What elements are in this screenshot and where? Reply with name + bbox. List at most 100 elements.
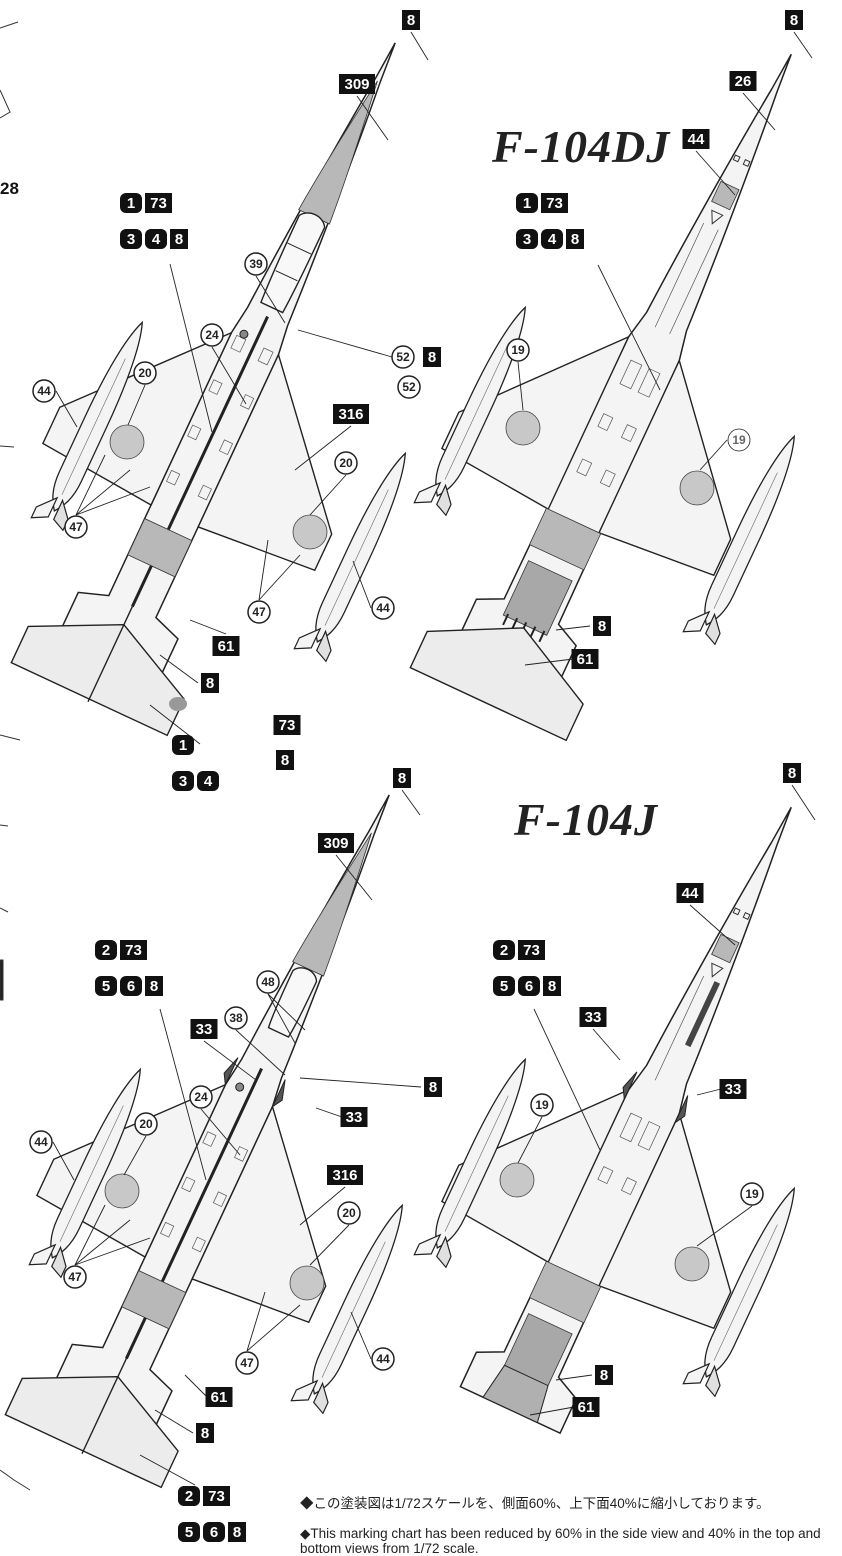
callout-number: 8 bbox=[428, 349, 436, 366]
callout-box bbox=[205, 1387, 233, 1407]
callout-round bbox=[518, 976, 540, 996]
callout-number: 3 bbox=[127, 231, 135, 248]
callout-circle: 39 bbox=[244, 252, 268, 276]
callout-number: 61 bbox=[218, 638, 235, 655]
callout-circle: 20 bbox=[133, 361, 157, 385]
callout-circle bbox=[133, 361, 157, 385]
callout-box bbox=[571, 649, 599, 669]
callout-number: 8 bbox=[790, 12, 798, 29]
callout-number: 48 bbox=[261, 975, 275, 989]
callout-circle bbox=[334, 451, 358, 475]
callout-round: 1 bbox=[172, 735, 194, 755]
callout-box: 73 bbox=[541, 193, 568, 213]
roundel bbox=[109, 424, 145, 460]
callout-circle: 47 bbox=[235, 1351, 259, 1375]
callout-round bbox=[541, 229, 563, 249]
callout-round: 2 bbox=[493, 940, 515, 960]
callout-number: 44 bbox=[376, 601, 390, 615]
callout-round: 3 bbox=[516, 229, 538, 249]
callout-box bbox=[196, 1423, 214, 1443]
callout-circle: 47 bbox=[247, 600, 271, 624]
callout-box bbox=[518, 940, 545, 960]
callout-box: 73 bbox=[273, 715, 301, 735]
callout-box bbox=[327, 1165, 363, 1185]
callout-number: 33 bbox=[346, 1109, 363, 1126]
callout-circle: 19 bbox=[506, 338, 530, 362]
callout-number: 19 bbox=[732, 433, 746, 447]
callout-number: 8 bbox=[598, 618, 606, 635]
callout-circle bbox=[63, 1265, 87, 1289]
callout-round bbox=[172, 771, 194, 791]
callout-number: 73 bbox=[279, 717, 296, 734]
callout-number: 3 bbox=[179, 773, 187, 790]
callout-box: 61 bbox=[572, 1397, 600, 1417]
callout-box bbox=[190, 1019, 218, 1039]
callout-round: 5 bbox=[493, 976, 515, 996]
callout-round bbox=[145, 229, 167, 249]
callout-circle: 44 bbox=[29, 1130, 53, 1154]
callout-box bbox=[340, 1107, 368, 1127]
callout-box: 309 bbox=[339, 74, 375, 94]
callout-box bbox=[572, 1397, 600, 1417]
callout-number: 73 bbox=[150, 195, 167, 212]
callout-number: 1 bbox=[179, 737, 187, 754]
callout-box: 8 bbox=[785, 10, 803, 30]
roundel bbox=[674, 1246, 710, 1282]
f104j-bottom-view bbox=[440, 806, 792, 1435]
callout-round bbox=[120, 229, 142, 249]
callout-number: 8 bbox=[206, 675, 214, 692]
callout-circle bbox=[244, 252, 268, 276]
callout-box: 8 bbox=[783, 763, 801, 783]
callout-number: 33 bbox=[196, 1021, 213, 1038]
callout-round: 3 bbox=[172, 771, 194, 791]
roundel bbox=[292, 514, 328, 550]
callout-number: 1 bbox=[127, 195, 135, 212]
callout-number: 8 bbox=[233, 1524, 241, 1541]
callout-box bbox=[423, 347, 441, 367]
edge-label: 28 bbox=[0, 179, 19, 198]
callout-number: 73 bbox=[523, 942, 540, 959]
callout-number: 1 bbox=[523, 195, 531, 212]
callout-number: 38 bbox=[229, 1011, 243, 1025]
callout-circle bbox=[371, 596, 395, 620]
callout-circle bbox=[397, 375, 421, 399]
callout-box: 8 bbox=[402, 10, 420, 30]
callout-number: 309 bbox=[323, 835, 348, 852]
callout-number: 3 bbox=[523, 231, 531, 248]
callout-round: 4 bbox=[197, 771, 219, 791]
callout-number: 4 bbox=[548, 231, 557, 248]
callout-number: 316 bbox=[338, 406, 363, 423]
callout-box: 61 bbox=[212, 636, 240, 656]
callout-box bbox=[228, 1522, 246, 1542]
callout-number: 8 bbox=[150, 978, 158, 995]
callout-circle bbox=[740, 1182, 764, 1206]
callout-round bbox=[493, 976, 515, 996]
callout-round bbox=[197, 771, 219, 791]
callout-round: 2 bbox=[178, 1486, 200, 1506]
callout-circle bbox=[224, 1006, 248, 1030]
callout-box: 44 bbox=[682, 129, 710, 149]
callout-round: 2 bbox=[95, 940, 117, 960]
callout-round: 6 bbox=[120, 976, 142, 996]
callout-round bbox=[178, 1522, 200, 1542]
callout-box bbox=[593, 616, 611, 636]
callout-number: 8 bbox=[398, 770, 406, 787]
callout-number: 309 bbox=[344, 76, 369, 93]
roundel bbox=[679, 470, 715, 506]
callout-box bbox=[541, 193, 568, 213]
callout-number: 33 bbox=[585, 1009, 602, 1026]
callout-circle: 38 bbox=[224, 1006, 248, 1030]
roundel bbox=[104, 1173, 140, 1209]
callout-number: 4 bbox=[152, 231, 161, 248]
callout-number: 39 bbox=[249, 257, 263, 271]
callout-circle: 44 bbox=[371, 1347, 395, 1371]
callout-box: 73 bbox=[203, 1486, 230, 1506]
callout-round: 4 bbox=[145, 229, 167, 249]
callout-box bbox=[729, 71, 757, 91]
callout-round bbox=[516, 229, 538, 249]
callout-circle: 47 bbox=[64, 515, 88, 539]
callout-round: 5 bbox=[95, 976, 117, 996]
callout-box: 33 bbox=[579, 1007, 607, 1027]
callout-box bbox=[170, 229, 188, 249]
